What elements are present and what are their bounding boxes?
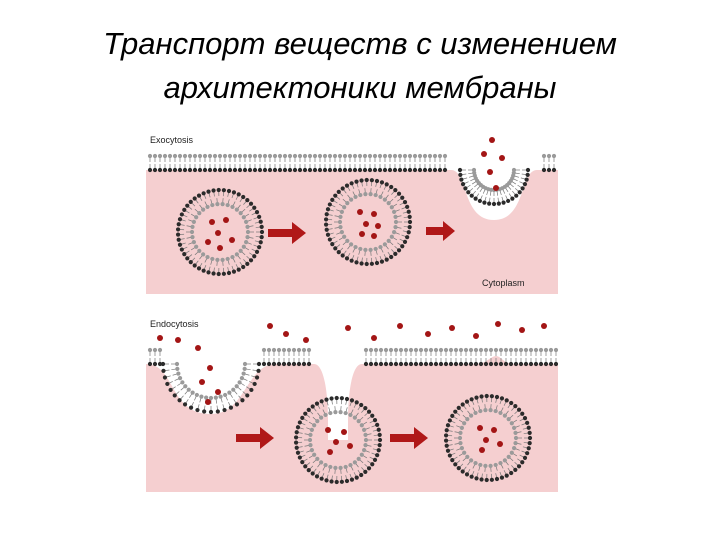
slide-title-line-2: архитектоники мембраны <box>163 70 557 105</box>
exocytosis-diagram <box>146 132 558 294</box>
plasma-membrane <box>147 153 557 207</box>
cargo-molecules <box>205 137 505 251</box>
cytoplasm-label: Cytoplasm <box>482 278 525 288</box>
endocytosis-panel: Endocytosis <box>146 316 558 492</box>
endocytosis-diagram <box>146 316 558 492</box>
right-arrow-icon <box>390 427 428 449</box>
right-arrow-icon <box>426 221 455 241</box>
plasma-membrane <box>147 347 558 415</box>
exocytosis-panel: Exocytosis Cytoplasm <box>146 132 558 294</box>
cytoplasm-region <box>146 356 558 492</box>
cargo-molecules <box>157 321 547 455</box>
slide-title-line-1: Транспорт веществ с изменением <box>103 26 617 61</box>
vesicles <box>175 177 413 277</box>
exocytosis-label: Exocytosis <box>150 135 194 145</box>
endocytosis-label: Endocytosis <box>150 319 199 329</box>
right-arrow-icon <box>268 222 306 244</box>
right-arrow-icon <box>236 427 274 449</box>
slide-title: Транспорт веществ с изменением архитекто… <box>0 22 720 110</box>
vesicles <box>293 393 533 485</box>
